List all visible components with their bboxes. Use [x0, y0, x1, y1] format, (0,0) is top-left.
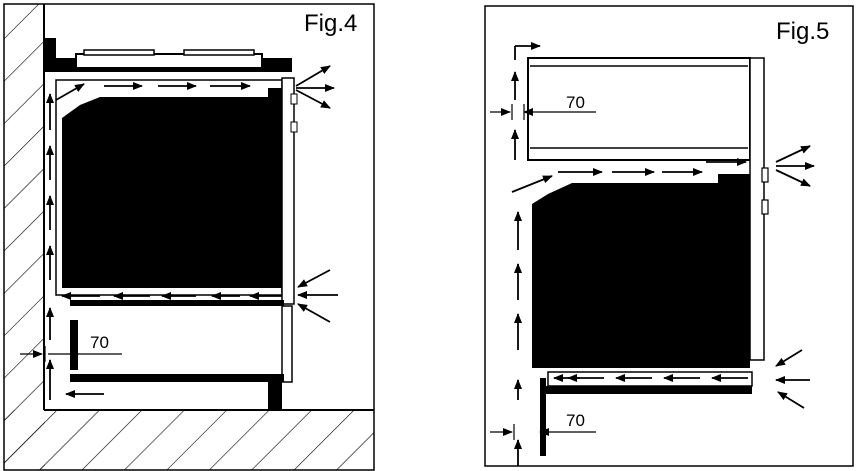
fig5-upper-dimension-line — [490, 104, 596, 120]
fig4-frame — [3, 3, 375, 471]
fig5-diagram — [484, 5, 854, 467]
fig5-oven-base — [540, 386, 752, 394]
fig5-upper-dimension-label: 70 — [566, 93, 585, 112]
fig5-label: Fig.5 — [776, 18, 830, 45]
fig5-cabinet-side — [540, 378, 546, 456]
fig4-label: Fig.4 — [304, 10, 358, 37]
fig5-airflow-arrows — [511, 42, 815, 466]
fig4-oven-base — [70, 300, 284, 306]
fig5-upper-unit — [527, 57, 751, 161]
fig4-oven-body — [62, 88, 282, 288]
fig5-lower-dimension-label: 70 — [566, 411, 585, 430]
fig4-hob-glass — [75, 53, 263, 69]
fig4-plinth-base — [70, 374, 284, 382]
fig4-oven-front — [281, 77, 295, 305]
fig5-frame — [484, 5, 854, 467]
fig4-foot — [268, 378, 282, 410]
fig4-diagram — [3, 3, 375, 471]
fig5-lower-dimension-line — [490, 424, 596, 440]
fig4-dimension-line — [20, 346, 122, 362]
fig4-dimension-label: 70 — [90, 333, 109, 352]
fig4-wall-hatching — [4, 4, 45, 470]
fig4-drawer-front — [281, 305, 293, 383]
fig5-oven-body — [532, 174, 750, 368]
fig4-airflow-arrows — [46, 65, 338, 400]
fig4-plinth-panel — [70, 320, 78, 370]
fig4-floor-hatching — [4, 410, 374, 470]
